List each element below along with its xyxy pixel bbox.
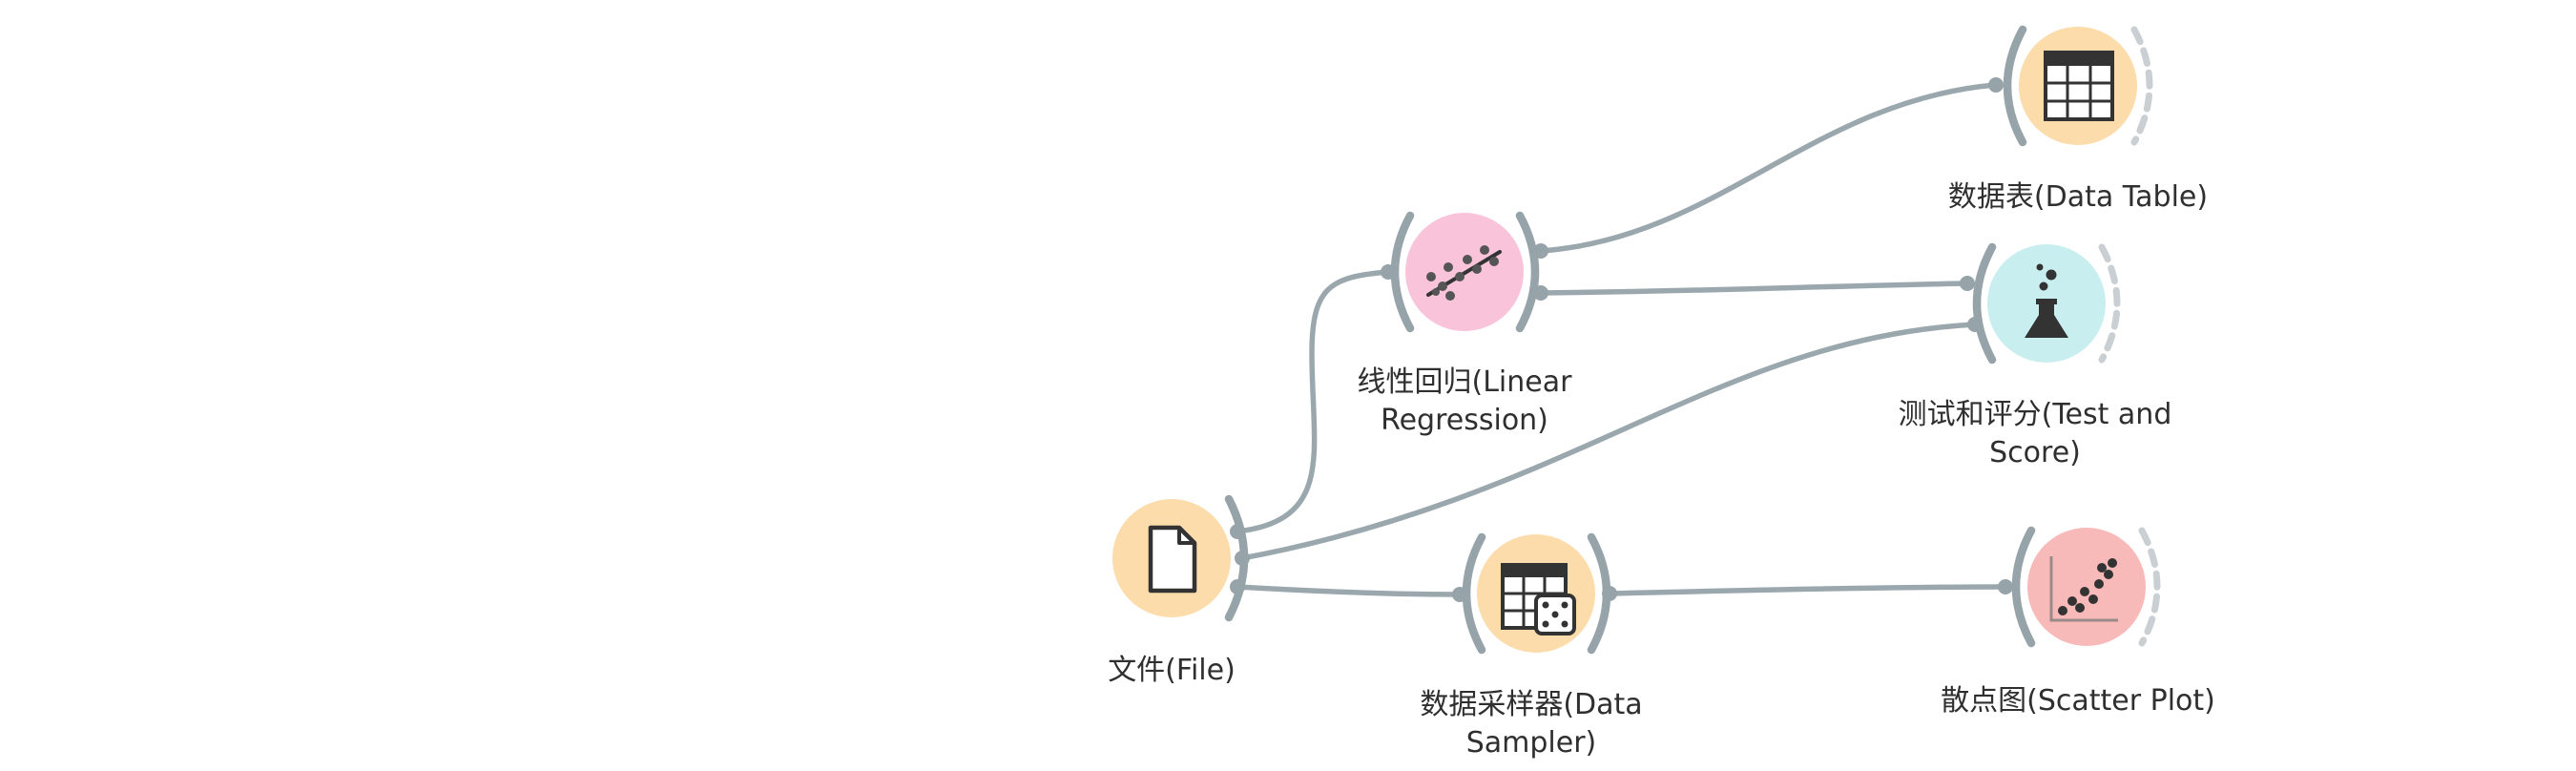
file-icon [1148, 525, 1197, 594]
file-output-anchor-3[interactable] [1230, 579, 1245, 594]
linear-regression-output-anchor-2[interactable] [1533, 285, 1548, 301]
node-label-data-table: 数据表(Data Table) [1947, 180, 2209, 214]
linear-regression-input-anchor[interactable] [1381, 264, 1396, 280]
data-sampler-input-anchor[interactable] [1452, 587, 1467, 602]
node-scatter-plot[interactable] [1998, 526, 2161, 648]
link-linear-regression-to-data-table[interactable] [1540, 82, 1997, 254]
data-sampler-icon [1501, 563, 1576, 636]
node-file[interactable] [1112, 494, 1250, 622]
linear-regression-output-bracket [1515, 211, 1540, 333]
scatter-plot-input-anchor[interactable] [1998, 579, 2013, 594]
scatter-plot-input-bracket [2011, 526, 2036, 648]
data-table-input-bracket [2003, 25, 2027, 147]
node-data-table[interactable] [1988, 25, 2153, 147]
test-and-score-input-bracket [1972, 242, 1997, 365]
node-label-file: 文件(File) [1108, 654, 1236, 687]
link-file-to-test-and-score[interactable] [1241, 322, 1976, 561]
flask-icon [2025, 263, 2068, 338]
node-label-linear-regression: 线性回归(Linear Regression) [1357, 365, 1572, 437]
data-table-icon [2044, 51, 2114, 121]
node-label-test-and-score: 测试和评分(Test and Score) [1898, 398, 2172, 469]
scatter-plot-icon [2049, 556, 2118, 622]
node-data-sampler[interactable] [1452, 532, 1617, 655]
node-test-and-score[interactable] [1960, 242, 2121, 365]
data-table-output-bracket [2130, 26, 2153, 146]
data-table-input-anchor[interactable] [1988, 77, 2004, 93]
scatter-plot-node-circle [2027, 528, 2146, 646]
link-linear-regression-to-test-and-score[interactable] [1540, 281, 1968, 296]
data-sampler-output-anchor[interactable] [1602, 586, 1617, 601]
test-and-score-input-anchor-2[interactable] [1967, 317, 1983, 332]
scatter-plot-output-bracket [2138, 527, 2161, 647]
test-and-score-output-bracket [2098, 243, 2121, 364]
file-output-anchor-2[interactable] [1235, 551, 1250, 566]
linear-regression-output-anchor-1[interactable] [1533, 243, 1548, 259]
link-file-to-linear-regression[interactable] [1236, 269, 1389, 534]
link-file-to-data-sampler[interactable] [1236, 584, 1461, 597]
link-data-sampler-to-scatter-plot[interactable] [1609, 584, 2006, 596]
linear-regression-icon [1426, 245, 1502, 301]
test-and-score-input-anchor-1[interactable] [1960, 276, 1975, 291]
node-linear-regression[interactable] [1381, 211, 1548, 333]
node-label-data-sampler: 数据采样器(Data Sampler) [1420, 688, 1643, 760]
file-output-anchor-1[interactable] [1230, 524, 1245, 539]
node-label-scatter-plot: 散点图(Scatter Plot) [1941, 684, 2215, 718]
